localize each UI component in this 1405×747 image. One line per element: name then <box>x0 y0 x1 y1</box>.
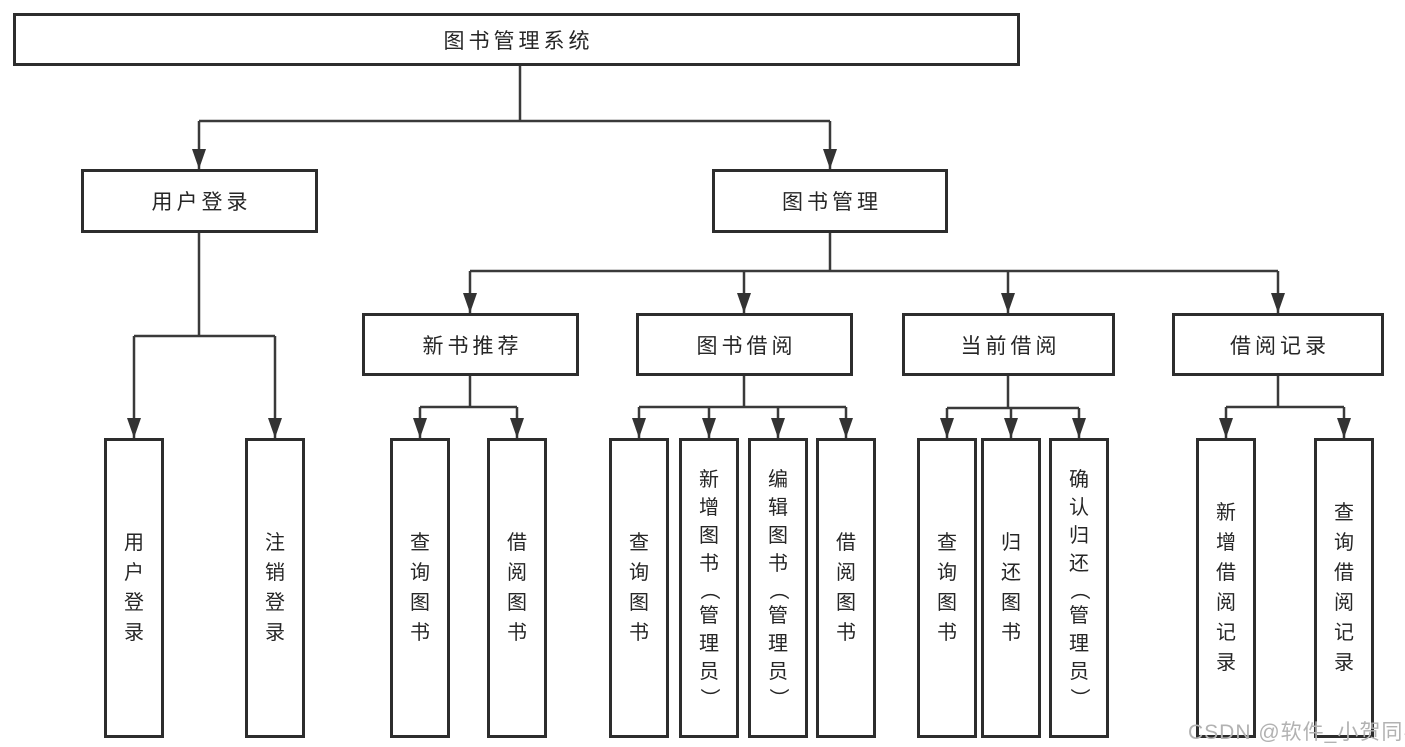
arrowheads <box>127 149 1351 438</box>
node-new-book-recommend: 新书推荐 <box>362 313 579 376</box>
connector-user-login-children <box>132 233 277 438</box>
connector-new-book-children <box>418 376 519 438</box>
node-current-borrow: 当前借阅 <box>902 313 1115 376</box>
connector-root-to-level2 <box>197 66 832 169</box>
node-leaf-query-books-current: 查询图书 <box>917 438 977 738</box>
node-leaf-return-books: 归还图书 <box>981 438 1041 738</box>
leaf-label: 归还图书 <box>1001 532 1021 644</box>
node-leaf-user-login: 用户登录 <box>104 438 164 738</box>
leaf-label: 新增借阅记录 <box>1216 502 1236 674</box>
node-leaf-edit-book-admin: 编辑图书（管理员） <box>748 438 808 738</box>
leaf-label: 新增图书（管理员） <box>698 469 720 708</box>
leaf-label: 查询图书 <box>629 532 649 644</box>
node-leaf-confirm-return-admin: 确认归还（管理员） <box>1049 438 1109 738</box>
node-leaf-query-borrow-record: 查询借阅记录 <box>1314 438 1374 738</box>
leaf-label: 确认归还（管理员） <box>1068 469 1090 708</box>
leaf-label: 用户登录 <box>124 532 144 644</box>
node-book-borrow: 图书借阅 <box>636 313 853 376</box>
leaf-label: 借阅图书 <box>836 532 856 644</box>
node-user-login: 用户登录 <box>81 169 318 233</box>
node-leaf-add-book-admin: 新增图书（管理员） <box>679 438 739 738</box>
leaf-label: 查询图书 <box>410 532 430 644</box>
leaf-label: 注销登录 <box>265 532 285 644</box>
node-leaf-query-books-recommend: 查询图书 <box>390 438 450 738</box>
node-leaf-borrow-books-recommend: 借阅图书 <box>487 438 547 738</box>
connector-book-borrow-children <box>637 376 848 438</box>
node-leaf-borrow-books: 借阅图书 <box>816 438 876 738</box>
leaf-label: 编辑图书（管理员） <box>767 469 789 708</box>
leaf-label: 查询图书 <box>937 532 957 644</box>
node-root-system: 图书管理系统 <box>13 13 1020 66</box>
leaf-label: 查询借阅记录 <box>1334 502 1354 674</box>
connector-book-mgmt-children <box>468 233 1280 313</box>
node-borrow-records: 借阅记录 <box>1172 313 1384 376</box>
node-leaf-query-books-borrow: 查询图书 <box>609 438 669 738</box>
connector-borrow-records-children <box>1224 376 1346 438</box>
node-leaf-logout: 注销登录 <box>245 438 305 738</box>
node-leaf-add-borrow-record: 新增借阅记录 <box>1196 438 1256 738</box>
leaf-label: 借阅图书 <box>507 532 527 644</box>
node-book-management: 图书管理 <box>712 169 948 233</box>
